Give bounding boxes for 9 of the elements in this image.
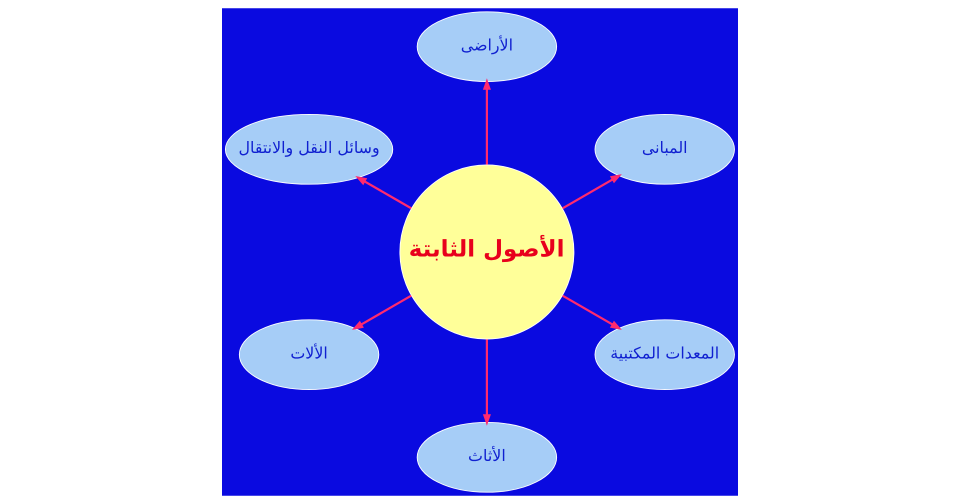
arrow (562, 174, 622, 210)
node-ellipse: الأراضى (416, 11, 558, 82)
node-circle: الأصول الثابتة (399, 164, 574, 340)
arrow (482, 339, 491, 426)
arrow (355, 176, 412, 210)
arrow (352, 294, 412, 330)
arrow (482, 78, 491, 165)
node-ellipse: الأثاث (416, 422, 558, 493)
arrow (562, 294, 622, 330)
